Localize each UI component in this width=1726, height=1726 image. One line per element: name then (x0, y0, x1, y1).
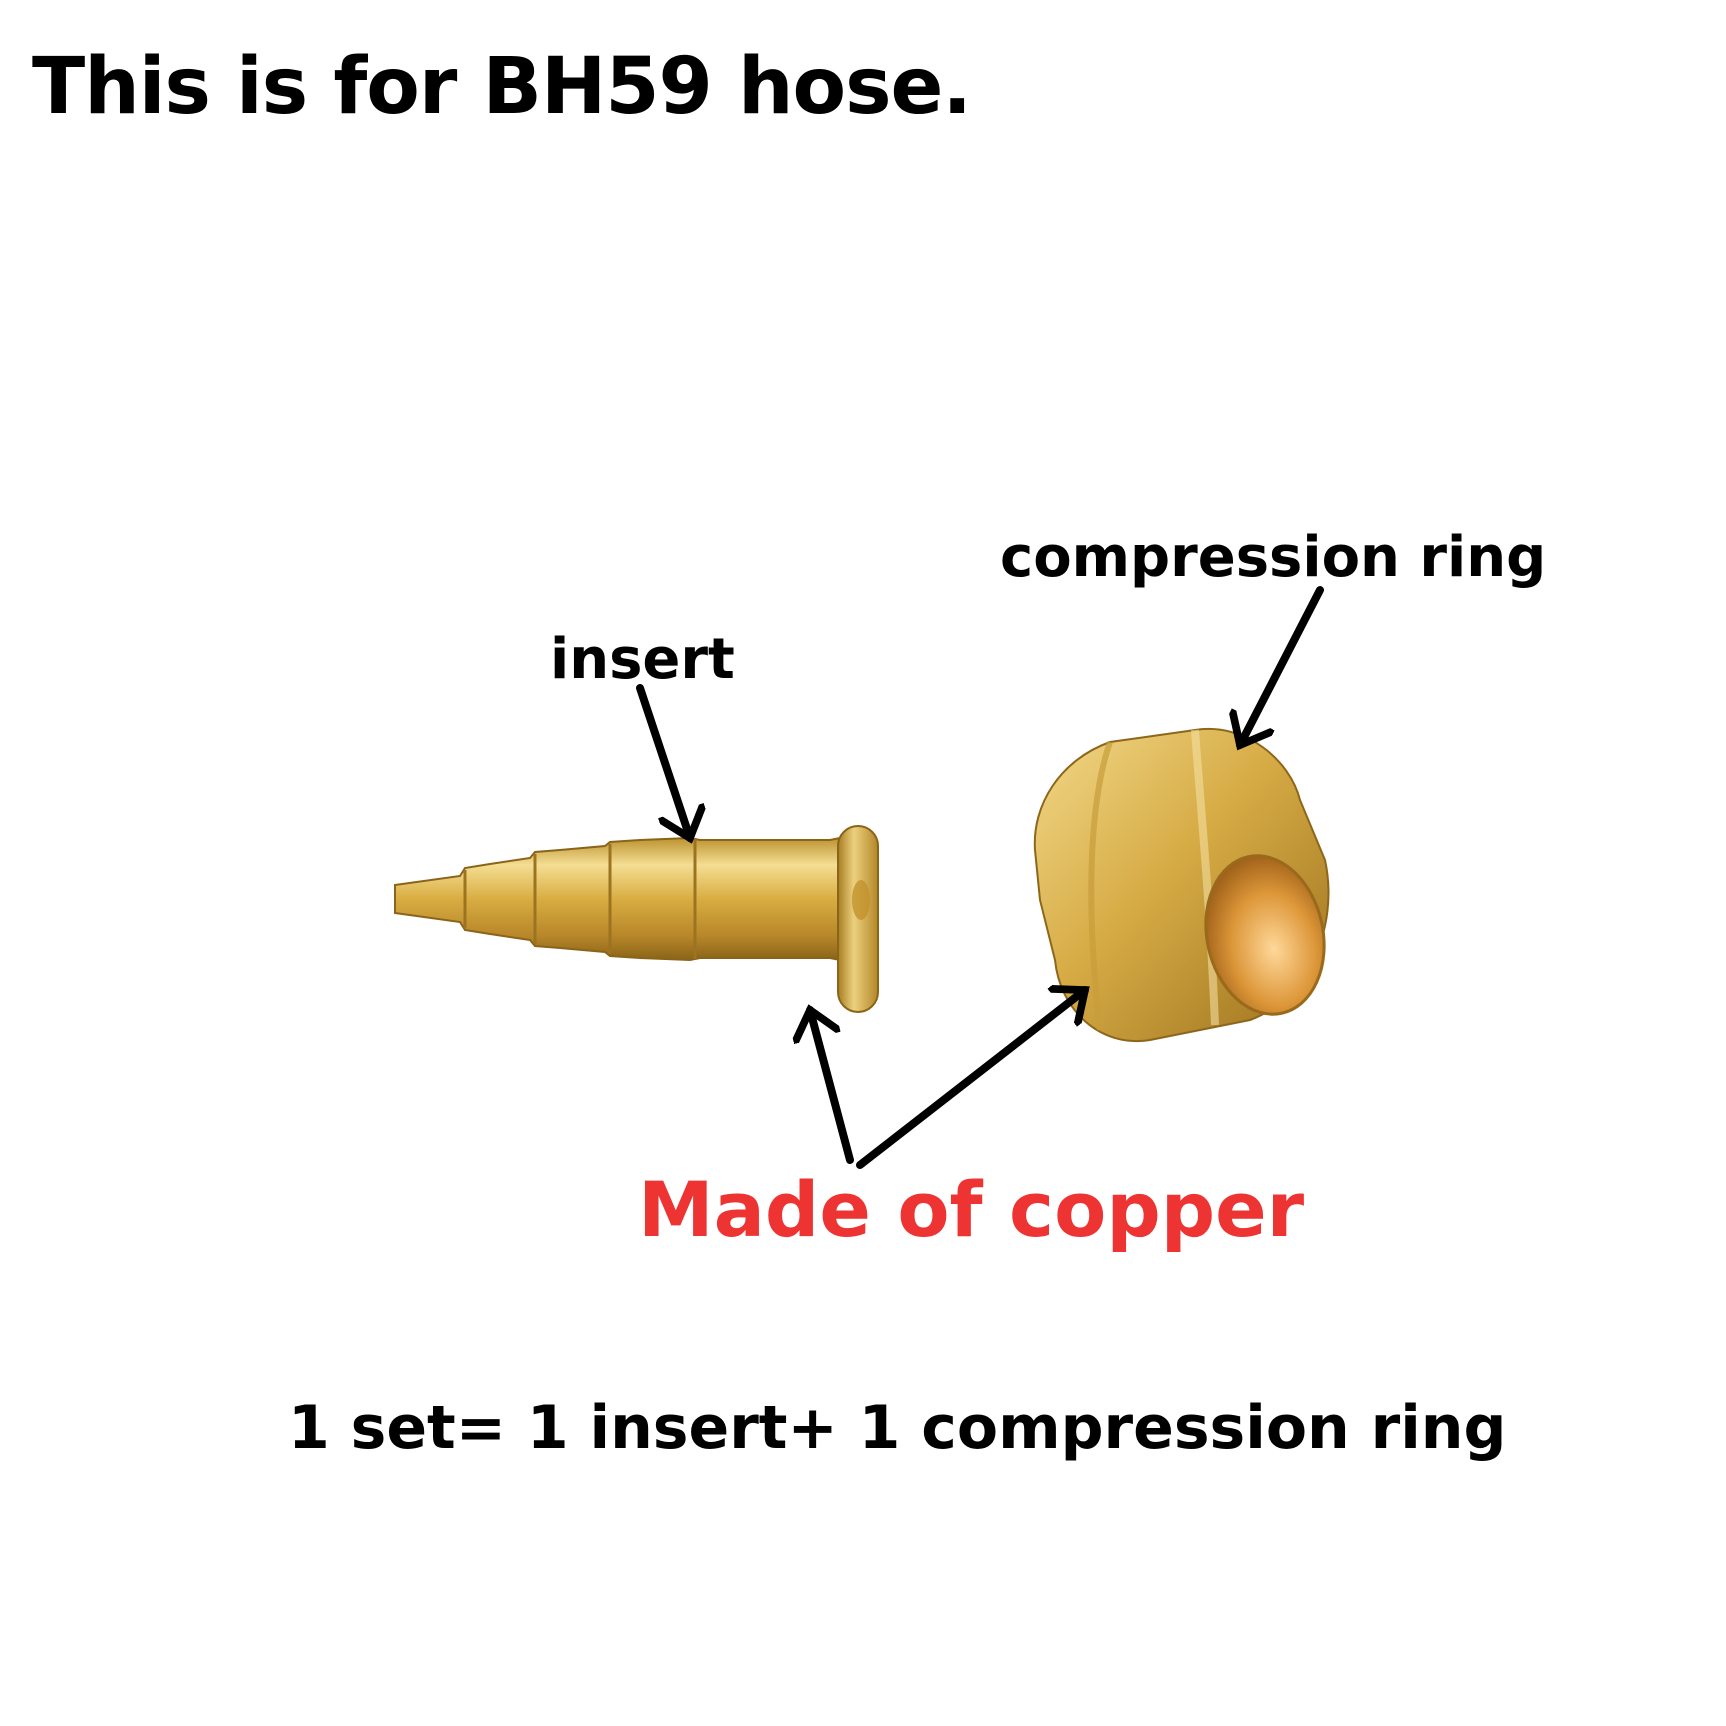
set-contents-caption: 1 set= 1 insert+ 1 compression ring (288, 1393, 1507, 1463)
insert-part (394, 825, 879, 1013)
insert-flange (837, 825, 879, 1013)
arrow-compression-ring (1240, 586, 1324, 745)
compression-ring-opening (1204, 854, 1326, 1016)
arrow-material-to-insert (810, 1010, 854, 1164)
compression-ring-part (1033, 727, 1330, 1043)
label-compression-ring: compression ring (1000, 525, 1547, 590)
label-material: Made of copper (638, 1165, 1305, 1254)
page-title: This is for BH59 hose. (32, 42, 972, 132)
arrow-insert (636, 684, 690, 838)
arrow-material-to-ring (856, 990, 1085, 1169)
label-insert: insert (550, 627, 735, 692)
pointer-arrows (636, 586, 1324, 1169)
insert-barbed-tube (394, 836, 841, 962)
